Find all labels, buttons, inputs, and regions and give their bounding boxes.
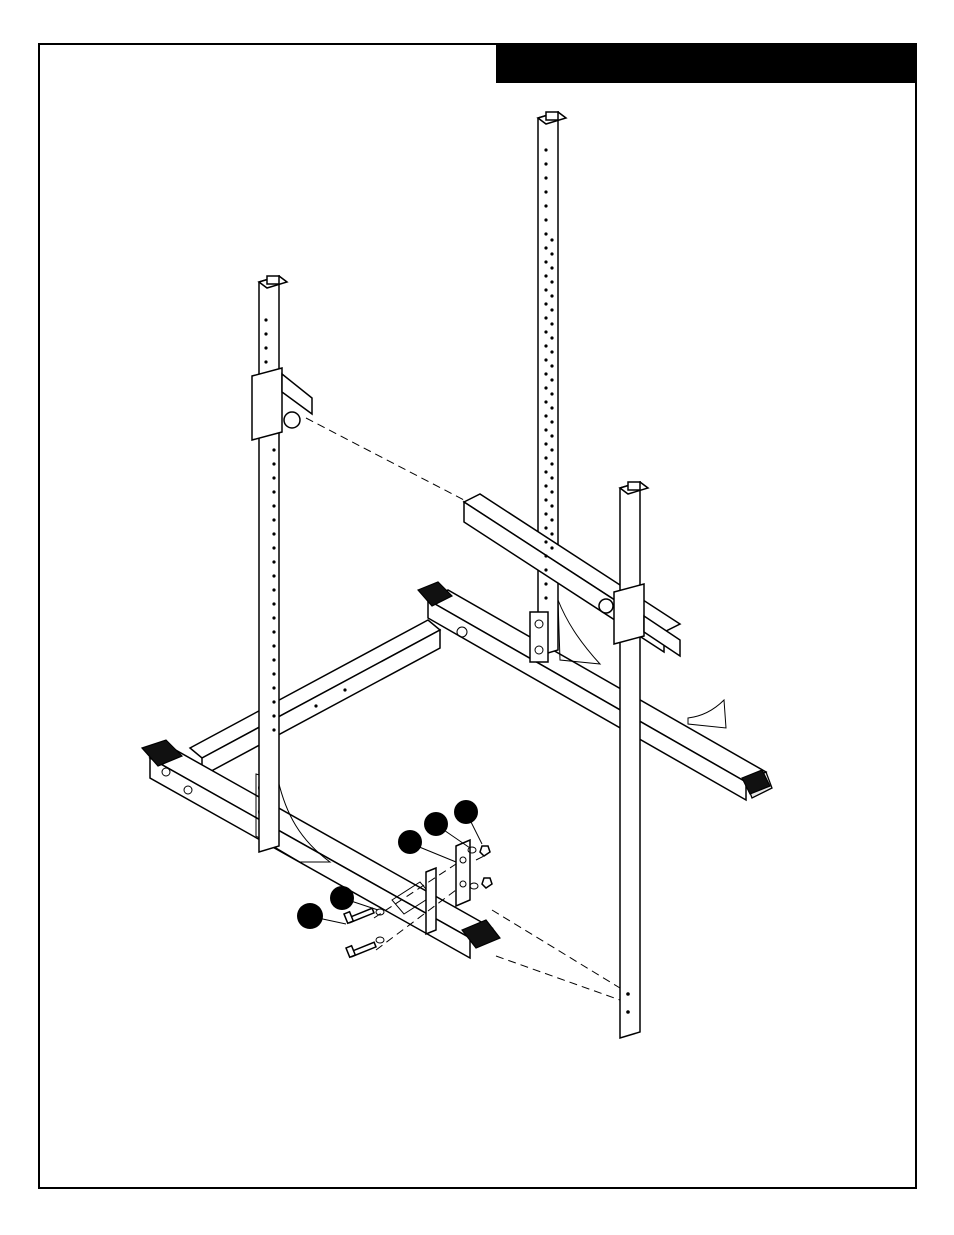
upright-hole xyxy=(550,434,553,437)
upright-hole xyxy=(544,260,547,263)
upright-hole xyxy=(544,526,547,529)
upright-hole xyxy=(544,232,547,235)
upright-hole xyxy=(272,588,275,591)
left-upright xyxy=(252,276,312,852)
upright-hole xyxy=(550,350,553,353)
upright-hole xyxy=(544,400,547,403)
upright-hole xyxy=(550,476,553,479)
bolt xyxy=(344,908,374,923)
upright-hole xyxy=(264,318,267,321)
upright-hole xyxy=(544,386,547,389)
upright-hole xyxy=(544,246,547,249)
upright-hole xyxy=(544,218,547,221)
front-right-upright xyxy=(599,482,680,1038)
upright-hole xyxy=(544,442,547,445)
upright-hole xyxy=(272,504,275,507)
upright-hole xyxy=(550,546,553,549)
callout-3 xyxy=(398,830,422,854)
upright-hole xyxy=(272,574,275,577)
upright-hole xyxy=(550,336,553,339)
upright-hole xyxy=(544,204,547,207)
upright-hole xyxy=(272,448,275,451)
upright-hole xyxy=(550,364,553,367)
upright-hole xyxy=(544,568,547,571)
upright-hole xyxy=(544,596,547,599)
upright-hole xyxy=(550,280,553,283)
left-base-rail xyxy=(142,740,500,958)
upright-hole xyxy=(544,162,547,165)
callout-1 xyxy=(297,903,323,929)
upright-hole xyxy=(272,728,275,731)
upright-hole xyxy=(272,518,275,521)
upright-hole xyxy=(550,266,553,269)
upright-hole xyxy=(550,252,553,255)
callout-2 xyxy=(330,886,354,910)
callout-4 xyxy=(424,812,448,836)
upright-hole xyxy=(272,476,275,479)
upright-hole xyxy=(544,428,547,431)
upright-hole xyxy=(550,294,553,297)
upright-hole xyxy=(272,714,275,717)
upright-hole xyxy=(544,344,547,347)
upright-hole xyxy=(544,316,547,319)
upright-hole xyxy=(272,532,275,535)
upright-hole xyxy=(544,372,547,375)
upright-hole xyxy=(272,560,275,563)
callout-5 xyxy=(454,800,478,824)
upright-hole xyxy=(544,288,547,291)
upright-hole xyxy=(544,358,547,361)
upright-hole xyxy=(544,190,547,193)
upright-hole xyxy=(550,462,553,465)
upright-hole xyxy=(272,490,275,493)
upright-hole xyxy=(544,176,547,179)
upright-hole xyxy=(544,540,547,543)
upright-hole xyxy=(550,406,553,409)
upright-hole xyxy=(544,470,547,473)
upright-hole xyxy=(544,148,547,151)
upright-hole xyxy=(550,518,553,521)
upright-hole xyxy=(264,360,267,363)
upright-hole xyxy=(272,672,275,675)
bolt xyxy=(346,942,376,957)
upright-hole xyxy=(272,602,275,605)
right-base-rail xyxy=(418,582,772,800)
upright-hole xyxy=(544,484,547,487)
upright-hole xyxy=(264,346,267,349)
upright-hole xyxy=(544,582,547,585)
upright-hole xyxy=(272,686,275,689)
upright-hole xyxy=(272,630,275,633)
upright-hole xyxy=(550,504,553,507)
upright-hole xyxy=(550,392,553,395)
upright-hole xyxy=(550,490,553,493)
upright-hole xyxy=(550,378,553,381)
upright-hole xyxy=(272,616,275,619)
back-crossmember xyxy=(190,620,440,776)
upright-hole xyxy=(272,644,275,647)
upright-hole xyxy=(544,302,547,305)
upright-hole xyxy=(550,532,553,535)
upright-hole xyxy=(550,308,553,311)
upright-hole xyxy=(544,274,547,277)
upright-hole xyxy=(272,658,275,661)
upright-hole xyxy=(550,420,553,423)
upright-hole xyxy=(272,546,275,549)
upright-hole xyxy=(550,448,553,451)
upright-hole xyxy=(544,512,547,515)
upright-hole xyxy=(272,462,275,465)
upright-hole xyxy=(550,238,553,241)
upright-hole xyxy=(550,322,553,325)
upright-hole xyxy=(544,414,547,417)
upright-hole xyxy=(264,332,267,335)
upright-hole xyxy=(544,498,547,501)
upright-hole xyxy=(544,554,547,557)
upright-hole xyxy=(272,700,275,703)
upright-hole xyxy=(544,330,547,333)
upright-hole xyxy=(544,456,547,459)
